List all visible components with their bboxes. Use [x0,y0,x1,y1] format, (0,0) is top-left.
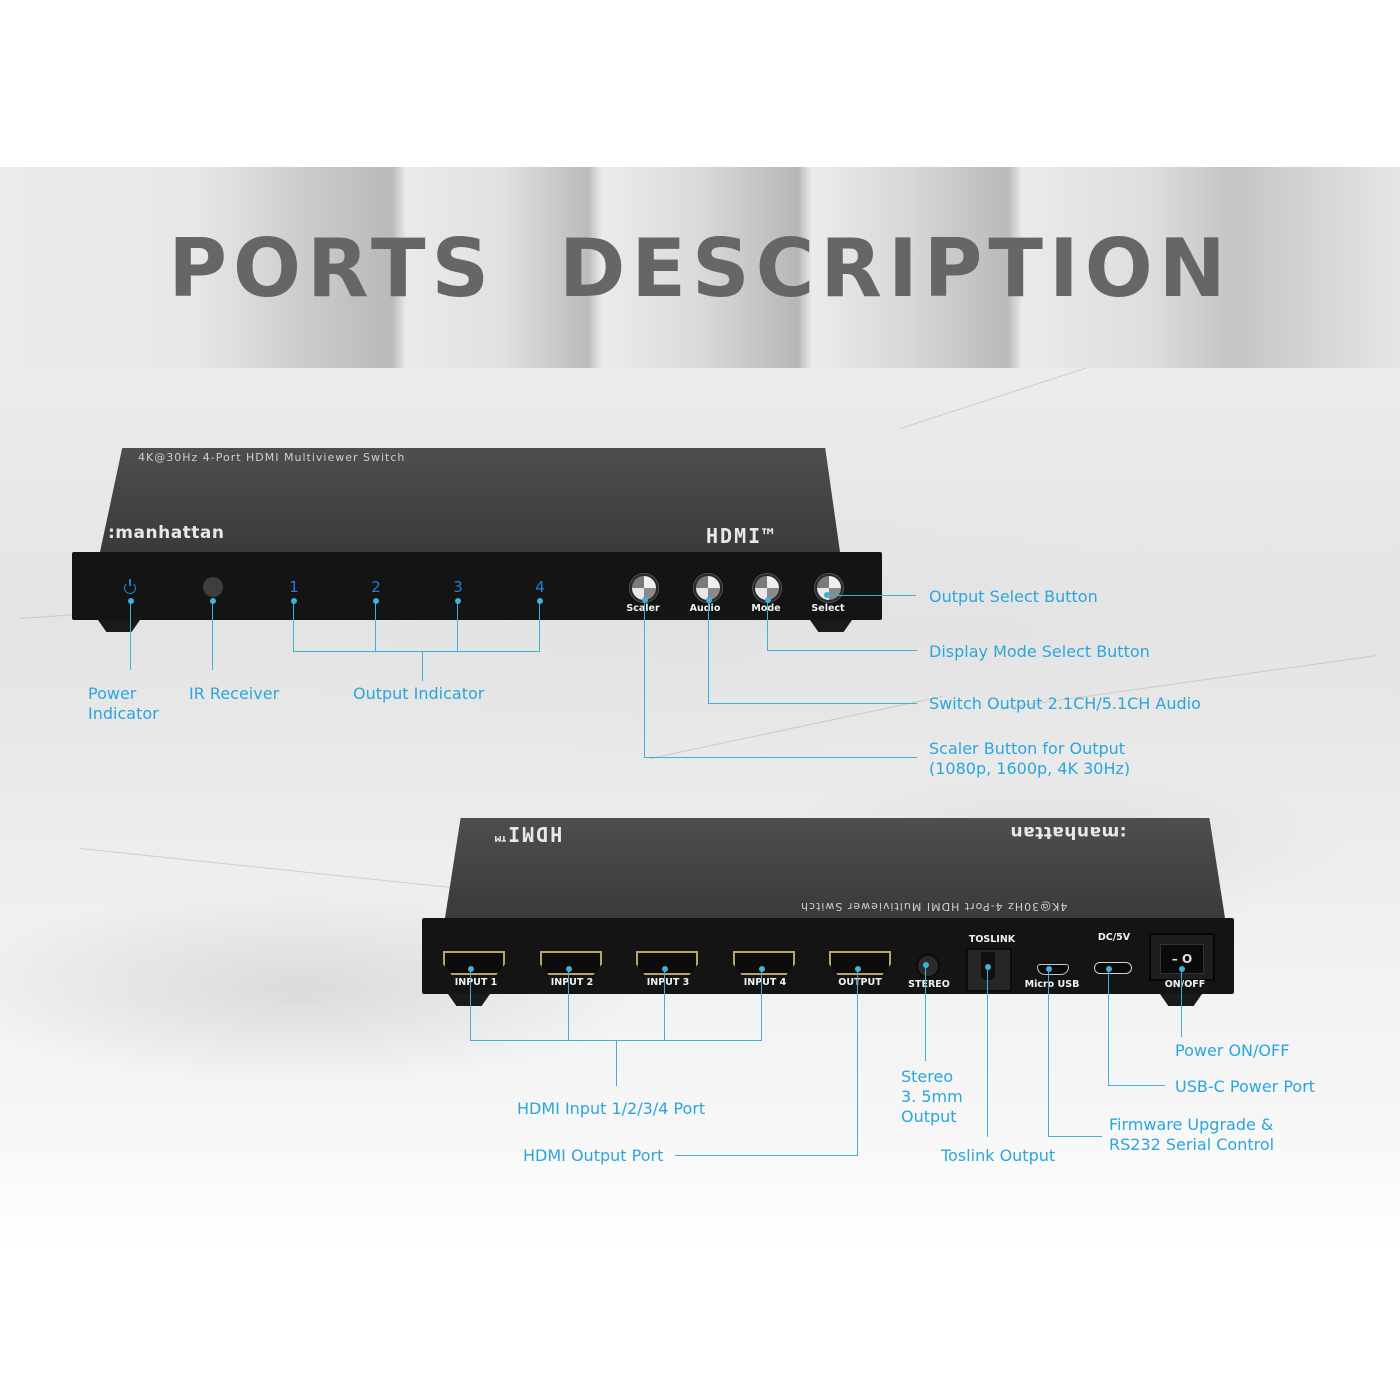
callout-scaler: Scaler Button for Output (1080p, 1600p, … [929,739,1130,779]
callout-power-onoff: Power ON/OFF [1175,1041,1290,1060]
callout-switch-audio: Switch Output 2.1CH/5.1CH Audio [929,694,1201,713]
audio-button-label: Audio [689,603,721,614]
callout-hdmi-output: HDMI Output Port [523,1146,664,1165]
output-indicator-2: 2 [371,578,381,596]
hdmi-input-2-label: INPUT 2 [550,977,594,988]
toslink-label: TOSLINK [968,934,1016,945]
stereo-label: STEREO [908,979,950,990]
callout-usbc-power: USB-C Power Port [1175,1077,1316,1096]
front-device-top [100,448,840,552]
callout-output-indicator: Output Indicator [353,684,485,703]
hdmi-input-1-label: INPUT 1 [454,977,498,988]
rear-model-text: 4K@30Hz 4-Port HDMI Multiviewer Switch [800,900,1068,913]
callout-firmware: Firmware Upgrade & RS232 Serial Control [1109,1115,1274,1155]
toslink-port [966,948,1012,992]
stereo-jack [916,954,940,978]
usb-c-port [1094,962,1132,974]
callout-stereo: Stereo 3. 5mm Output [901,1067,963,1127]
output-indicator-1: 1 [289,578,299,596]
hdmi-input-4-port [733,951,795,975]
front-brand-logo: :manhattan [108,523,225,543]
output-indicator-4: 4 [535,578,545,596]
callout-scaler-line1: Scaler Button for Output [929,739,1126,758]
rear-hdmi-logo: HDMI™ [492,822,563,846]
hdmi-input-4-label: INPUT 4 [743,977,787,988]
callout-output-select: Output Select Button [929,587,1098,606]
callout-stereo-line2: 3. 5mm [901,1087,963,1106]
callout-firmware-line2: RS232 Serial Control [1109,1135,1275,1154]
select-button-label: Select [811,603,845,614]
rear-device-top [445,818,1225,918]
front-foot-left [98,620,140,632]
callout-scaler-line2: (1080p, 1600p, 4K 30Hz) [929,759,1131,778]
select-button[interactable] [815,574,843,602]
callout-power-line1: Power [88,684,137,703]
hdmi-input-3-port [636,951,698,975]
dc-label: DC/5V [1097,932,1131,943]
callout-stereo-line3: Output [901,1107,957,1126]
front-foot-right [810,620,852,632]
front-model-text: 4K@30Hz 4-Port HDMI Multiviewer Switch [138,451,406,464]
scaler-button-label: Scaler [626,603,660,614]
callout-toslink-output: Toslink Output [941,1146,1056,1165]
ir-receiver-window [203,577,223,597]
micro-usb-label: Micro USB [1024,979,1080,990]
power-switch-label: ON/OFF [1164,979,1206,990]
front-hdmi-logo: HDMI™ [706,524,777,548]
callout-ir-receiver: IR Receiver [189,684,280,703]
mode-button-label: Mode [751,603,781,614]
hdmi-input-1-port [443,951,505,975]
callout-firmware-line1: Firmware Upgrade & [1109,1115,1274,1134]
callout-power-line2: Indicator [88,704,159,723]
page-title: PORTS DESCRIPTION [168,222,1232,315]
power-led-icon [124,579,136,594]
callout-power-indicator: Power Indicator [88,684,159,724]
callout-hdmi-input: HDMI Input 1/2/3/4 Port [517,1099,706,1118]
rear-brand-logo: :manhattan [1010,822,1127,842]
hdmi-input-2-port [540,951,602,975]
output-indicator-3: 3 [453,578,463,596]
callout-stereo-line1: Stereo [901,1067,954,1086]
scaler-button[interactable] [630,574,658,602]
hdmi-output-label: OUTPUT [838,977,882,988]
hdmi-output-port [829,951,891,975]
hdmi-input-3-label: INPUT 3 [646,977,690,988]
title-banner [0,167,1400,368]
micro-usb-port [1037,964,1069,975]
rear-foot-left [448,994,490,1006]
callout-display-mode: Display Mode Select Button [929,642,1150,661]
